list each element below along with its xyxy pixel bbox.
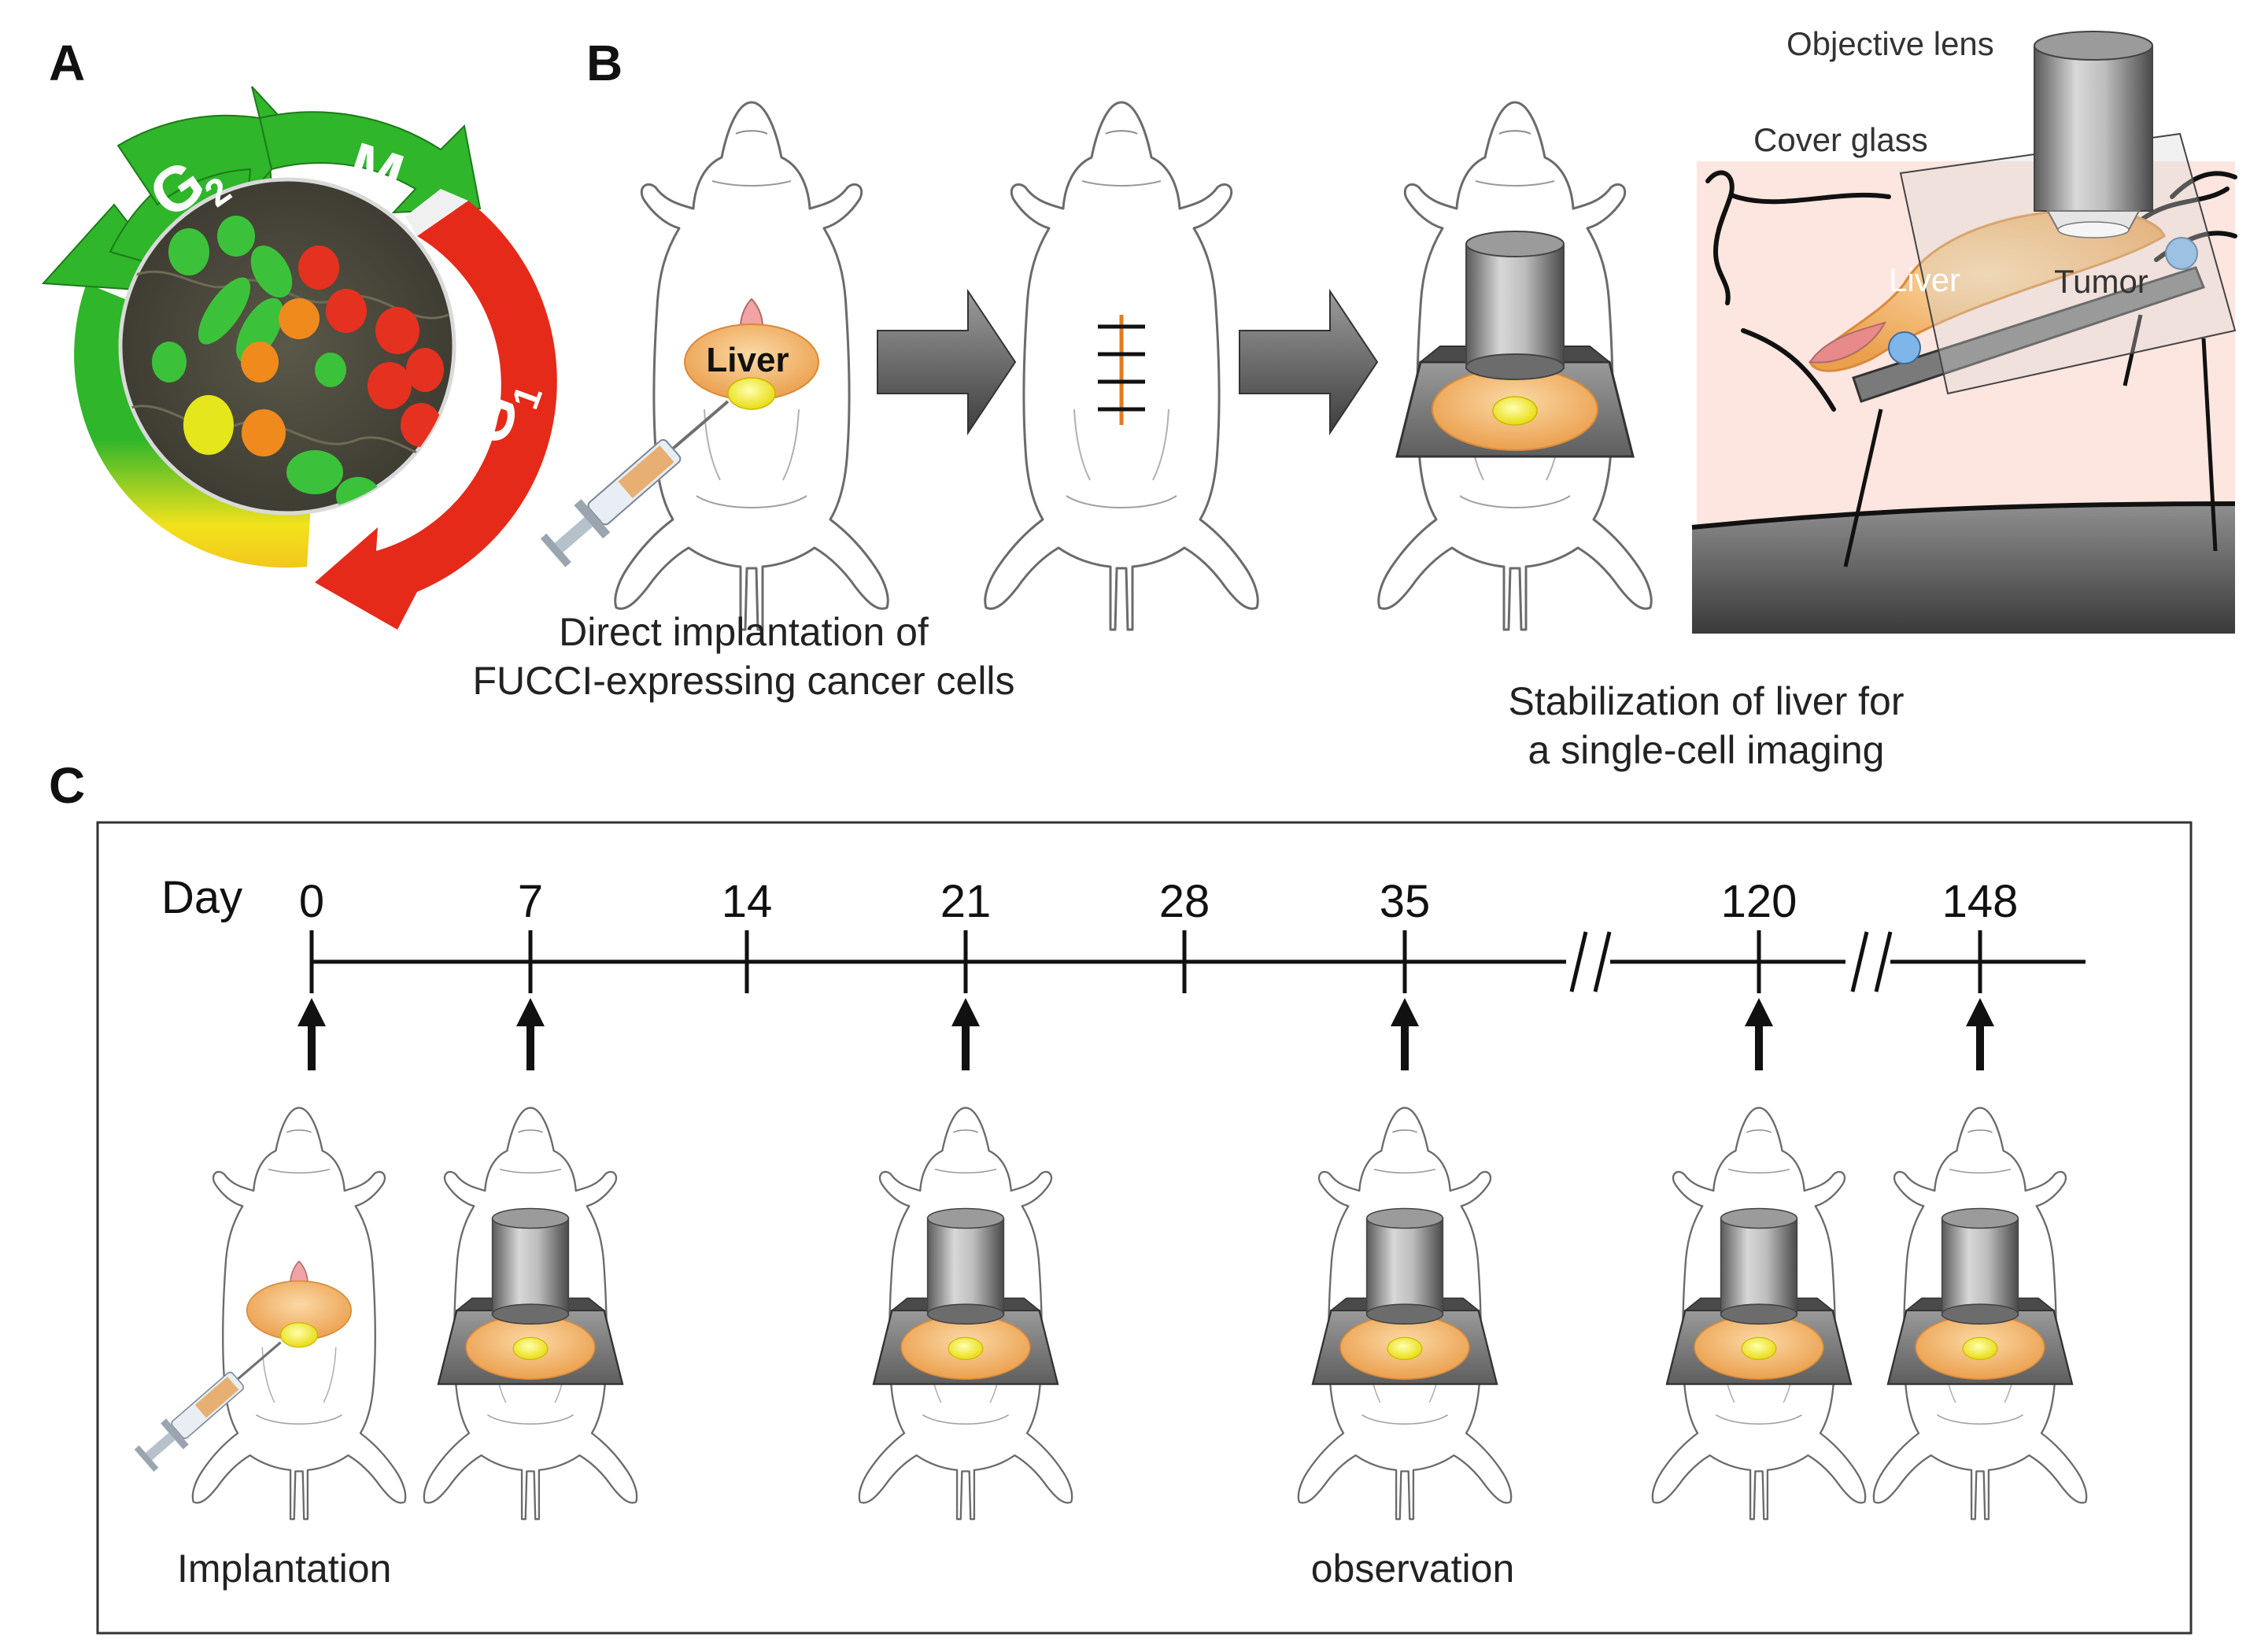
panel-label-c: C — [49, 757, 85, 814]
axis-break-1 — [1569, 931, 1612, 992]
procedure-diagram: Liver Direct implantation of FUCCI-expre… — [472, 101, 1905, 772]
timeline-ticks: 0 7 14 21 28 35 120 148 — [297, 876, 2018, 1070]
tick-label-day-28: 28 — [1159, 876, 1210, 927]
mouse-implantation — [614, 101, 889, 631]
objective-lens — [2034, 45, 2153, 212]
timeline-axis — [312, 931, 2086, 992]
observation-arrow-day-0 — [297, 998, 326, 1070]
tumor-label: Tumor — [2054, 263, 2148, 300]
mouse-sutured — [984, 101, 1259, 631]
observation-arrow-day-120 — [1745, 998, 1773, 1070]
tick-label-day-14: 14 — [722, 876, 773, 927]
panel-label-b: B — [586, 35, 623, 91]
implantation-label: Implantation — [177, 1547, 391, 1591]
timeline-mice — [131, 1107, 2088, 1521]
tick-label-day-148: 148 — [1942, 876, 2019, 927]
cover-glass-label: Cover glass — [1753, 121, 1928, 158]
observation-arrow-day-21 — [951, 998, 980, 1070]
axis-break-2 — [1850, 931, 1893, 992]
timeline-panel: Day 0 7 14 21 28 35 120 148 Implantation observ… — [96, 821, 2193, 1635]
tick-label-day-120: 120 — [1721, 876, 1797, 927]
liver-closeup-label: Liver — [1889, 261, 1960, 298]
observation-arrow-day-148 — [1966, 998, 1994, 1070]
tick-label-day-21: 21 — [940, 876, 992, 927]
m-phase-arrow — [258, 111, 482, 214]
timeline-frame — [96, 821, 2193, 1635]
observation-label: observation — [1311, 1547, 1515, 1591]
stabilization-caption-line2: a single-cell imaging — [1528, 728, 1884, 772]
tick-label-day-0: 0 — [299, 876, 324, 927]
mouse-imaging — [1377, 101, 1653, 631]
tick-label-day-7: 7 — [518, 876, 543, 927]
g2-phase-arrowhead — [116, 86, 301, 206]
timeline-mouse-day-0 — [131, 1107, 407, 1521]
observation-arrow-day-7 — [516, 998, 545, 1070]
imaging-setup-closeup: Objective lens Cover glass Liver Tumor — [1691, 25, 2237, 634]
step-arrow-1 — [877, 288, 1017, 436]
stabilization-caption-line1: Stabilization of liver for — [1508, 679, 1904, 723]
objective-lens-label: Objective lens — [1786, 25, 1994, 62]
g1-phase-arrow — [315, 201, 557, 630]
step-arrow-2 — [1239, 288, 1379, 436]
observation-arrow-day-35 — [1391, 998, 1419, 1070]
implant-caption-line2: FUCCI-expressing cancer cells — [472, 659, 1014, 703]
stabilizer-plate — [1852, 266, 2205, 403]
tick-label-day-35: 35 — [1380, 876, 1431, 927]
liver-label: Liver — [706, 341, 789, 379]
panel-label-a: A — [49, 35, 85, 91]
cell-cycle-diagram: G 2 M G 1 S — [41, 86, 557, 630]
stage-bench — [1692, 504, 2235, 634]
timeline-axis-label: Day — [161, 872, 242, 923]
implant-caption-line1: Direct implantation of — [559, 610, 929, 654]
